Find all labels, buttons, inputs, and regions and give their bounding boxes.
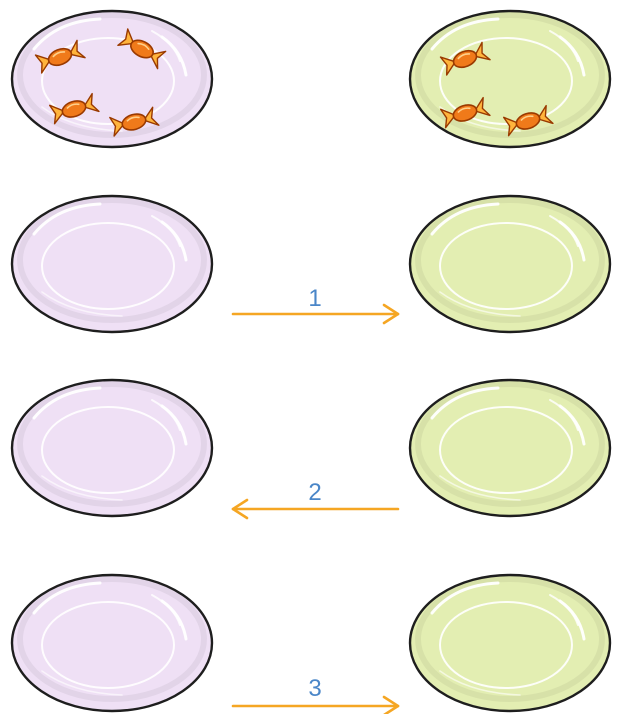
left-plate-row-4 <box>10 573 214 713</box>
step-label-2: 2 <box>308 479 321 506</box>
transfer-arrow-2 <box>231 498 400 520</box>
arrowhead-icon <box>382 303 400 325</box>
left-plate-row-1 <box>10 9 214 149</box>
step-label-3: 3 <box>308 675 321 702</box>
right-plate-row-3 <box>408 378 612 518</box>
left-plate-row-2 <box>10 194 214 334</box>
step-label-1: 1 <box>308 285 321 312</box>
arrowhead-icon <box>382 695 400 714</box>
right-plate-row-1 <box>408 9 612 149</box>
transfer-arrow-1 <box>231 303 400 325</box>
arrowhead-icon <box>231 498 249 520</box>
left-plate-row-3 <box>10 378 214 518</box>
transfer-arrow-3 <box>231 695 400 714</box>
right-plate-row-4 <box>408 573 612 713</box>
right-plate-row-2 <box>408 194 612 334</box>
